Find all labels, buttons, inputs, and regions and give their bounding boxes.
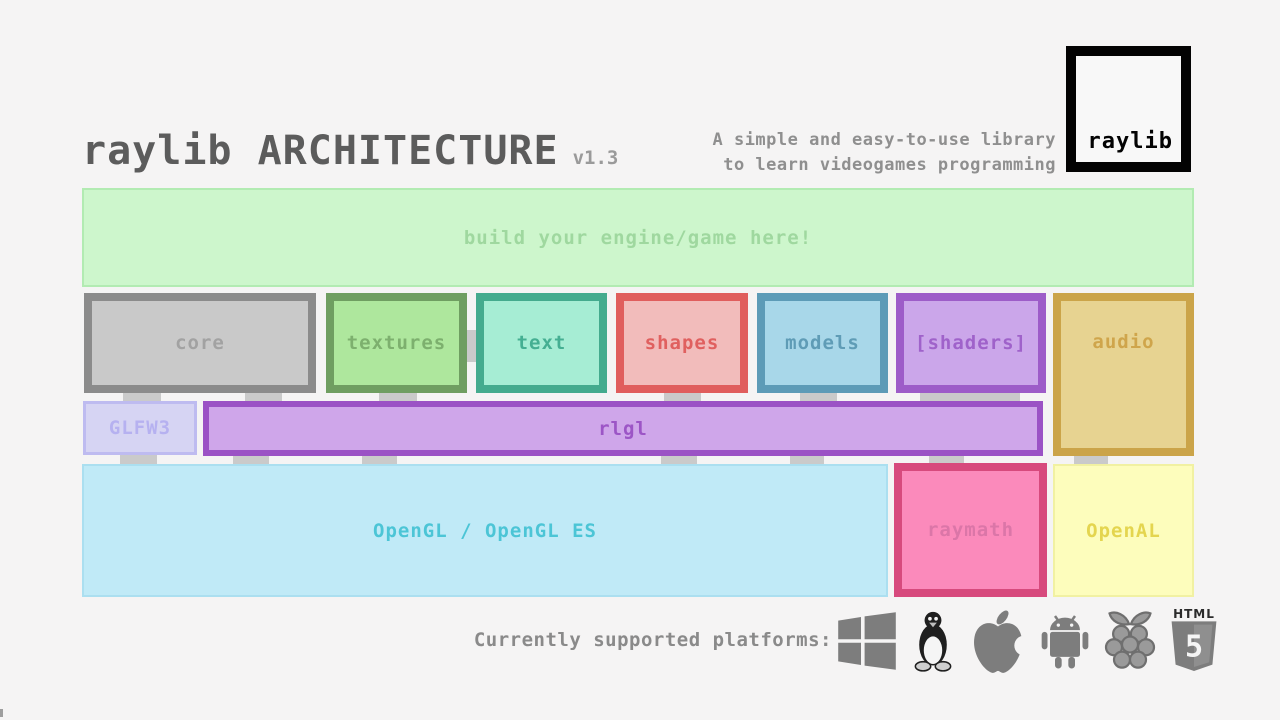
title-text: raylib ARCHITECTURE (82, 128, 559, 174)
module-label-shapes: shapes (644, 332, 720, 354)
screen-edge-artifact (0, 709, 3, 717)
module-label-shaders: [shaders] (915, 332, 1027, 354)
connector-tab (466, 330, 478, 362)
html5-icon: HTML 5 (1170, 608, 1218, 674)
glfw3-label: GLFW3 (108, 417, 172, 439)
html5-icon-word: HTML (1173, 607, 1215, 621)
raspberry-pi-icon (1103, 609, 1157, 673)
platforms-label: Currently supported platforms: (473, 629, 832, 651)
module-box-core: core (84, 293, 316, 393)
raymath-label: raymath (926, 519, 1015, 541)
rlgl-box: rlgl (203, 401, 1043, 456)
glfw3-box: GLFW3 (83, 401, 197, 455)
rlgl-label: rlgl (598, 417, 648, 440)
module-box-shapes: shapes (616, 293, 748, 393)
engine-box: build your engine/game here! (82, 188, 1194, 287)
opengl-box: OpenGL / OpenGL ES (82, 464, 888, 597)
module-box-shaders: [shaders] (896, 293, 1046, 393)
linux-tux-icon (910, 609, 956, 673)
platform-icons-row: HTML 5 (837, 604, 1218, 678)
page-title: raylib ARCHITECTURE v1.3 (82, 128, 618, 174)
connector-tab (120, 452, 157, 466)
version-label: v1.3 (572, 147, 619, 169)
raymath-box: raymath (894, 463, 1047, 597)
module-box-text: text (476, 293, 607, 393)
openal-label: OpenAL (1086, 519, 1161, 542)
engine-box-label: build your engine/game here! (463, 226, 813, 249)
windows-icon (837, 610, 897, 672)
apple-icon (969, 608, 1027, 674)
openal-box: OpenAL (1053, 464, 1194, 597)
module-box-audio: audio (1053, 293, 1194, 456)
raylib-logo: raylib (1066, 46, 1191, 172)
tagline-line-2: to learn videogames programming (723, 155, 1056, 175)
module-label-text: text (516, 332, 567, 354)
opengl-label: OpenGL / OpenGL ES (373, 519, 597, 542)
module-label-audio: audio (1092, 331, 1155, 353)
module-label-textures: textures (346, 332, 447, 354)
android-icon (1040, 610, 1090, 672)
html5-icon-five: 5 (1185, 630, 1203, 665)
module-box-textures: textures (326, 293, 467, 393)
module-label-models: models (785, 332, 860, 354)
tagline: A simple and easy-to-use library to lear… (712, 128, 1056, 178)
raylib-logo-label: raylib (1087, 129, 1173, 154)
module-label-core: core (175, 332, 225, 354)
tagline-line-1: A simple and easy-to-use library (712, 130, 1056, 150)
module-box-models: models (757, 293, 888, 393)
